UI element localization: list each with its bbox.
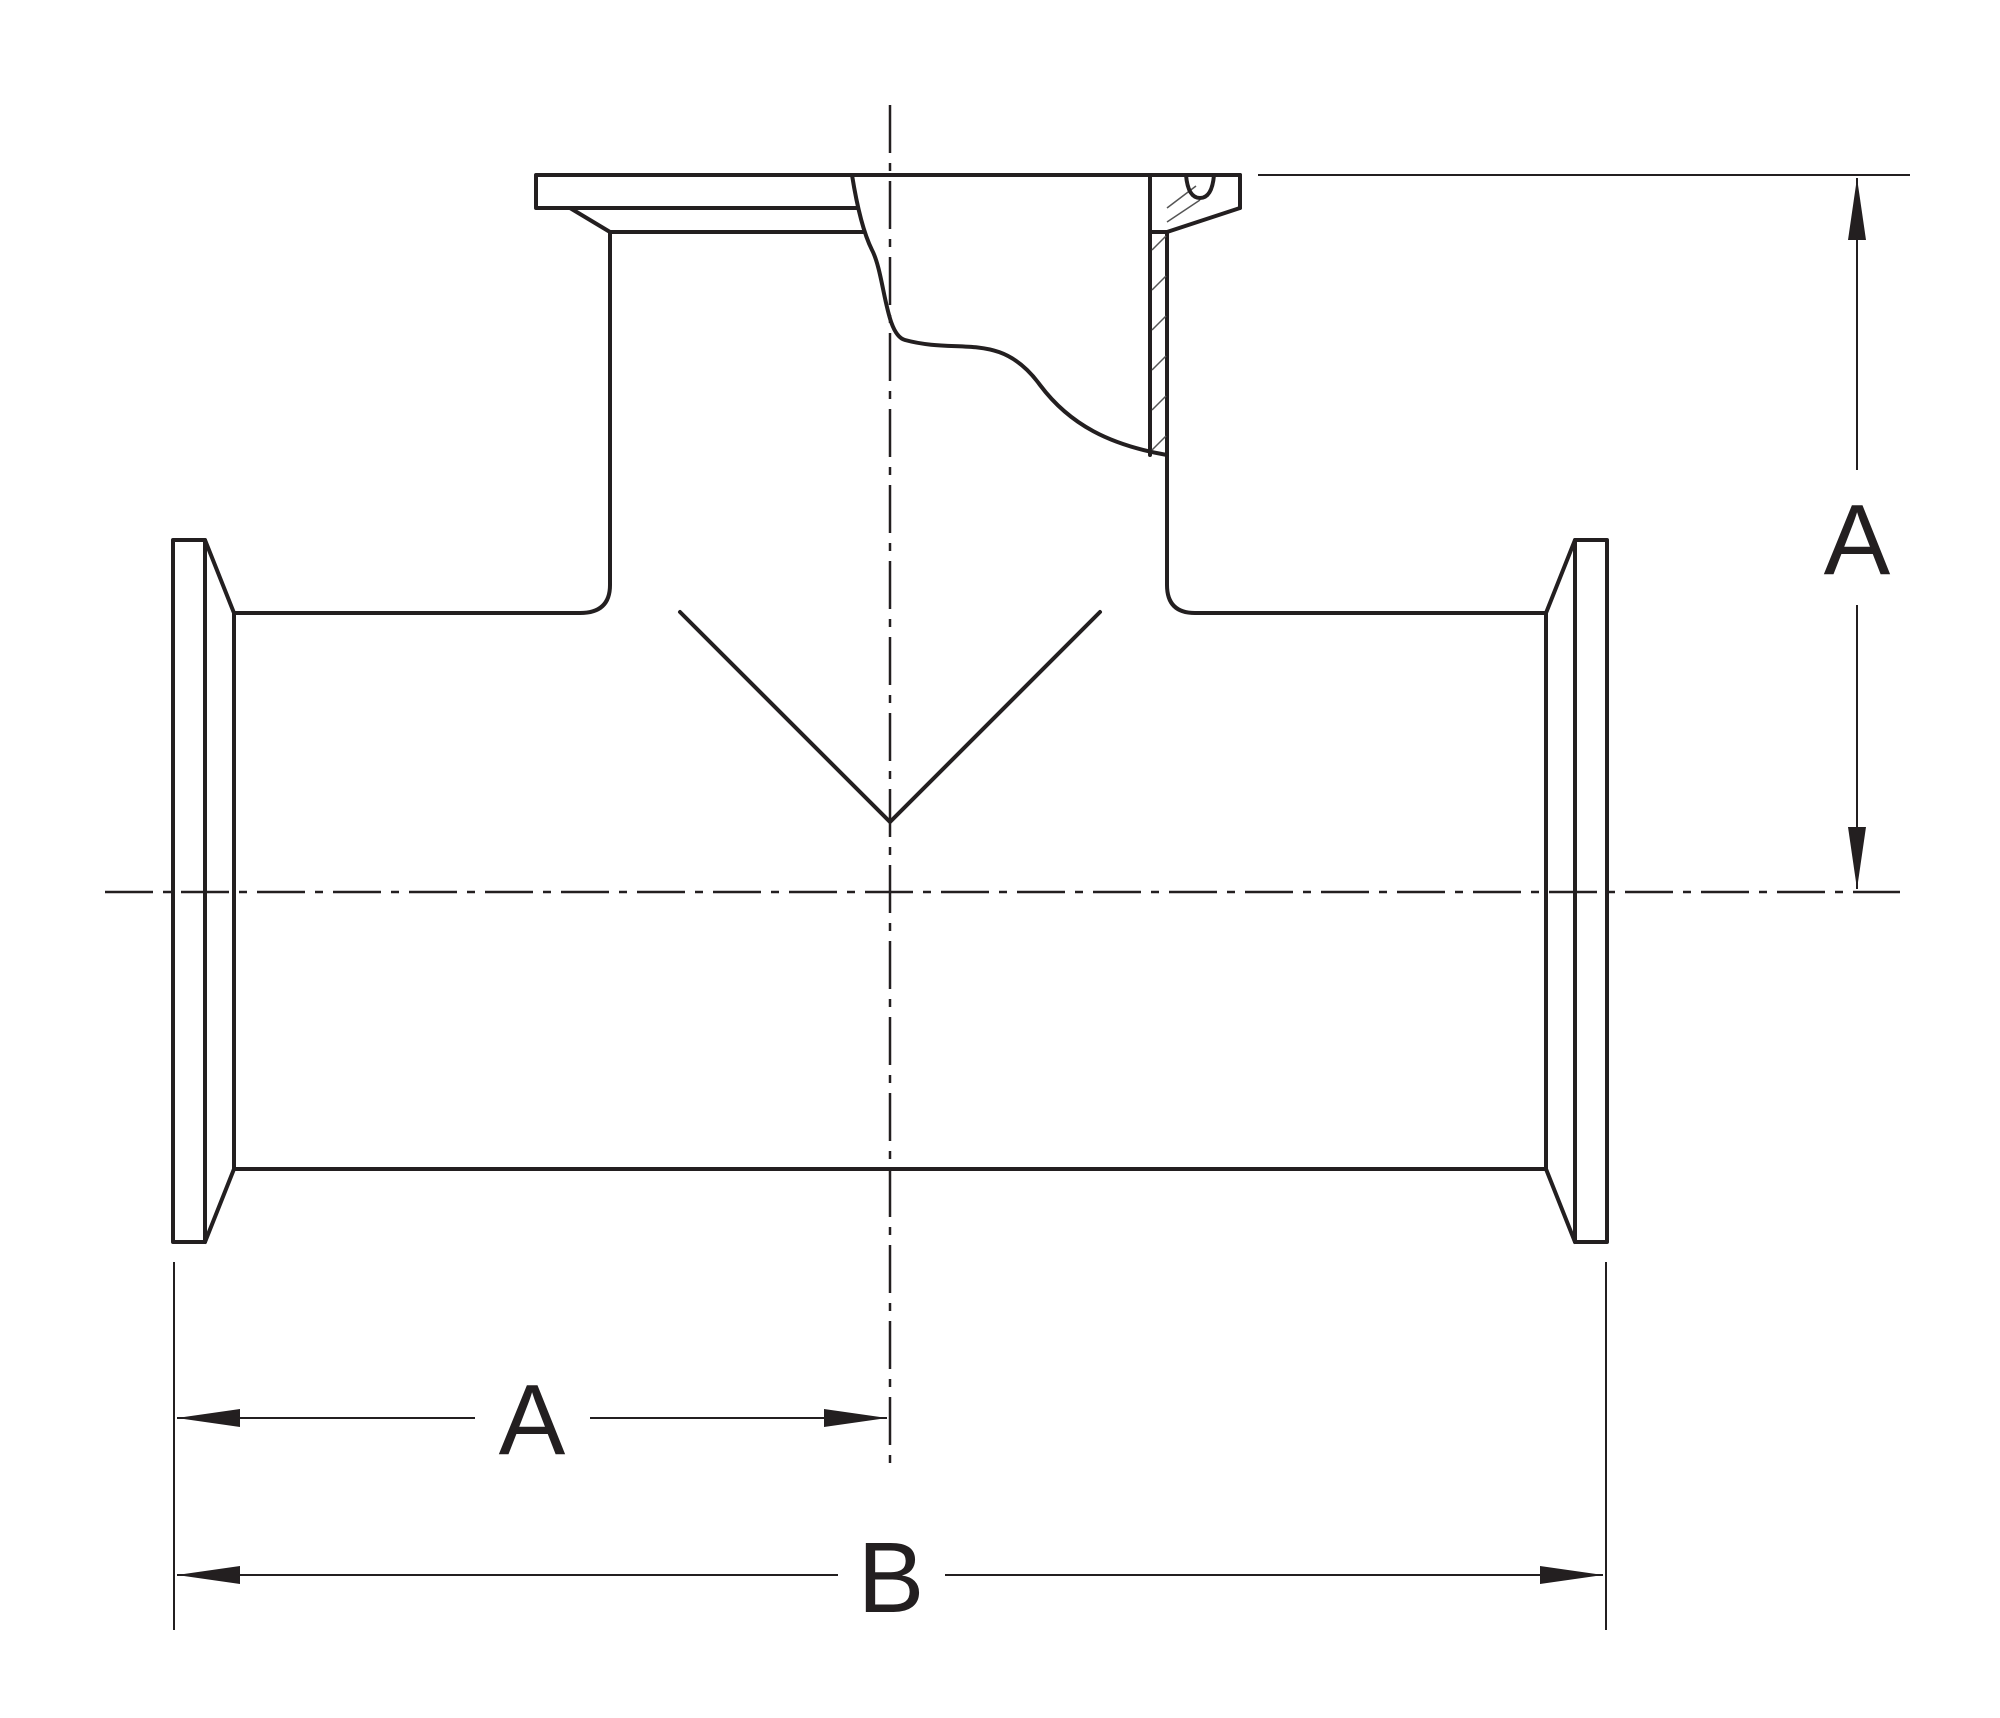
side-outlet-height-label: A — [1824, 484, 1891, 596]
arrow-down — [1848, 827, 1866, 889]
cutaway-wall — [1148, 173, 1169, 457]
half-run-length-label: A — [499, 1364, 566, 1476]
arrow-right-a — [824, 1409, 887, 1427]
overall-length-label: B — [858, 1522, 925, 1634]
dimension-vertical-a: A — [1258, 174, 1910, 889]
arrow-up — [1848, 178, 1866, 240]
arrow-left-b — [177, 1566, 240, 1584]
arrow-right-b — [1540, 1566, 1603, 1584]
dimension-horizontal-b: B — [177, 1262, 1607, 1634]
arrow-left-a — [177, 1409, 240, 1427]
cutaway-section — [850, 173, 1242, 457]
gasket-groove — [1184, 173, 1216, 200]
wall-hatching — [1151, 185, 1201, 451]
top-ferrule — [534, 173, 1242, 457]
dimension-horizontal-a: A — [173, 1262, 887, 1630]
